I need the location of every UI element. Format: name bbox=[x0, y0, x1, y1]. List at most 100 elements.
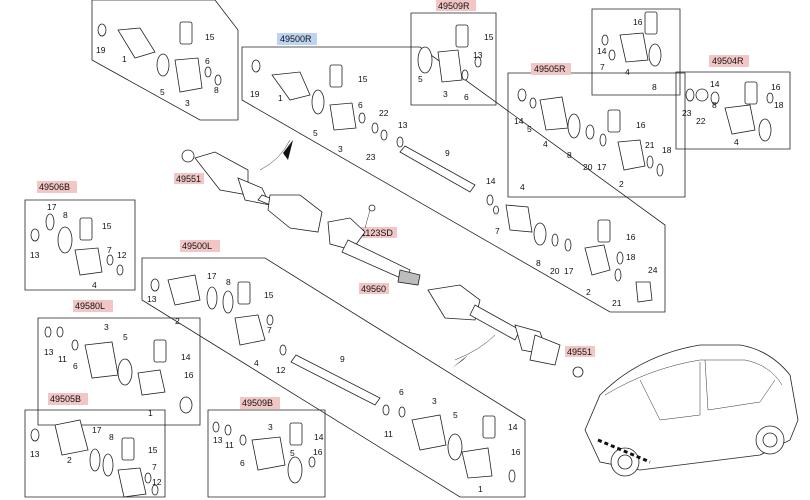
part-number: 13 bbox=[398, 120, 408, 130]
joint-1-top-left bbox=[117, 27, 156, 59]
joint-2-left bbox=[167, 274, 201, 306]
part-number: 1 bbox=[478, 484, 483, 494]
tag-49506B[interactable]: 49506B bbox=[37, 181, 77, 193]
tag-49505B[interactable]: 49505B bbox=[48, 393, 88, 405]
part-number: 14 bbox=[181, 352, 191, 362]
panel-49509B bbox=[207, 409, 326, 498]
part-number: 7 bbox=[107, 245, 112, 255]
part-number: 8 bbox=[109, 432, 114, 442]
tag-49500L[interactable]: 49500L bbox=[180, 240, 220, 252]
part-number: 22 bbox=[696, 116, 706, 126]
part-number: 5 bbox=[160, 87, 165, 97]
boot-3 bbox=[329, 102, 357, 131]
boot-4 bbox=[505, 204, 533, 233]
part-number: 15 bbox=[484, 32, 494, 42]
panel-49500L bbox=[141, 257, 526, 498]
tag-49500L-label: 49500L bbox=[182, 241, 212, 251]
part-number: 20 bbox=[583, 162, 593, 172]
ref-bracket[interactable]: 49560 bbox=[359, 283, 389, 294]
grease-tube-15 bbox=[329, 64, 343, 88]
part-number: 6 bbox=[358, 100, 363, 110]
boot-4-left bbox=[234, 314, 266, 346]
part-number: 13 bbox=[30, 449, 40, 459]
tag-49580L[interactable]: 49580L bbox=[73, 300, 113, 312]
panel-49505B bbox=[24, 409, 166, 498]
ref-nut-upper[interactable]: 49551 bbox=[174, 173, 204, 184]
part-number: 13 bbox=[213, 435, 223, 445]
part-number: 9 bbox=[445, 148, 450, 158]
part-number: 11 bbox=[225, 440, 234, 450]
part-number: 13 bbox=[473, 50, 483, 60]
part-number: 16 bbox=[636, 120, 646, 130]
part-number: 17 bbox=[47, 202, 57, 212]
part-number: 6 bbox=[205, 56, 210, 66]
part-number: 18 bbox=[774, 100, 784, 110]
part-number: 12 bbox=[117, 250, 127, 260]
tag-49506B-label: 49506B bbox=[39, 182, 70, 192]
part-number: 2 bbox=[67, 455, 72, 465]
tag-49500R-label: 49500R bbox=[280, 34, 312, 44]
panel-top-right bbox=[591, 8, 681, 96]
boot-3-top-left bbox=[174, 57, 203, 93]
part-number: 16 bbox=[184, 370, 194, 380]
tag-49504R[interactable]: 49504R bbox=[709, 55, 749, 67]
part-number: 2 bbox=[619, 179, 624, 189]
tag-49509B[interactable]: 49509B bbox=[240, 397, 280, 409]
part-number: 8 bbox=[226, 277, 231, 287]
part-number: 14 bbox=[597, 46, 607, 56]
part-number: 7 bbox=[600, 62, 605, 72]
part-number: 21 bbox=[645, 140, 655, 150]
part-number: 2 bbox=[175, 316, 180, 326]
part-number: 17 bbox=[564, 266, 574, 276]
part-number: 17 bbox=[597, 162, 607, 172]
ref-nut-lower[interactable]: 49551 bbox=[565, 346, 595, 357]
part-number: 4 bbox=[92, 280, 97, 290]
parts-49509B bbox=[212, 421, 316, 484]
parts-49505B bbox=[30, 419, 159, 498]
left-outer-joint bbox=[529, 334, 561, 366]
bolt-icon bbox=[368, 204, 376, 212]
part-number: 13 bbox=[147, 294, 157, 304]
part-number: 8 bbox=[712, 100, 717, 110]
part-number: 1 bbox=[278, 93, 283, 103]
part-number: 3 bbox=[432, 396, 437, 406]
part-number: 2 bbox=[586, 287, 591, 297]
bracket-flange bbox=[327, 217, 366, 251]
bracket-assembly bbox=[327, 204, 421, 286]
ref-bracket-label: 49560 bbox=[361, 284, 386, 294]
part-number: 11 bbox=[58, 354, 67, 364]
part-number: 6 bbox=[399, 387, 404, 397]
panel-49500R bbox=[241, 46, 666, 313]
part-number: 15 bbox=[358, 74, 368, 84]
part-number: 14 bbox=[710, 79, 720, 89]
part-number: 3 bbox=[338, 144, 343, 154]
parts-49505R bbox=[517, 88, 664, 177]
ref-nut-lower-label: 49551 bbox=[567, 347, 592, 357]
right-inner-joint bbox=[267, 194, 323, 233]
part-number: 13 bbox=[30, 250, 40, 260]
part-number: 16 bbox=[771, 82, 781, 92]
ref-nut-upper-label: 49551 bbox=[176, 174, 201, 184]
tag-49509R-label: 49509R bbox=[438, 1, 470, 11]
part-number: 15 bbox=[205, 32, 215, 42]
part-number: 16 bbox=[511, 447, 521, 457]
part-number: 5 bbox=[527, 124, 532, 134]
joint-2 bbox=[584, 244, 611, 276]
tag-49500R[interactable]: 49500R bbox=[277, 33, 317, 45]
part-number: 6 bbox=[464, 92, 469, 102]
tag-49505R[interactable]: 49505R bbox=[531, 63, 571, 75]
tag-49509R[interactable]: 49509R bbox=[436, 0, 476, 11]
part-number: 5 bbox=[123, 332, 128, 342]
part-number: 6 bbox=[73, 361, 78, 371]
part-number: 5 bbox=[453, 410, 458, 420]
nut-upper-icon bbox=[181, 149, 195, 163]
panel-49504R bbox=[675, 71, 791, 150]
part-number: 19 bbox=[250, 89, 260, 99]
ref-bolt[interactable]: 1123SD bbox=[359, 227, 397, 238]
part-number: 17 bbox=[92, 425, 102, 435]
part-number: 16 bbox=[633, 17, 643, 27]
shaft-9 bbox=[399, 145, 476, 193]
part-24 bbox=[635, 281, 653, 303]
parts-top-right bbox=[601, 11, 662, 67]
